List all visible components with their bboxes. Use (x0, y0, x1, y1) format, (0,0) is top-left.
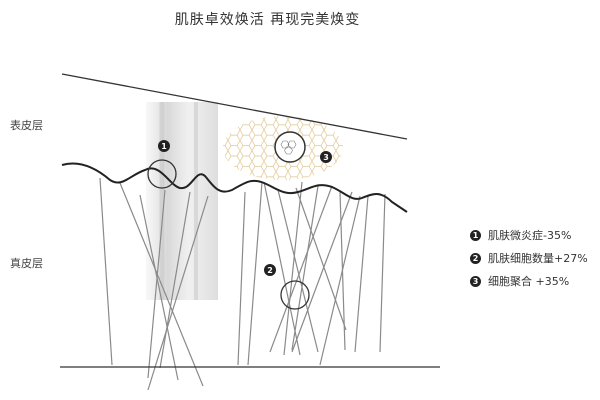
inflammation-circle (147, 159, 177, 189)
cell-count-circle (280, 280, 310, 310)
svg-text:2: 2 (267, 266, 273, 275)
label-epidermis: 表皮层 (10, 119, 43, 132)
marker-1: 1 (158, 140, 170, 152)
legend-number-1: 1 (470, 229, 481, 241)
legend-number-3: 3 (470, 275, 481, 287)
legend-item-inflammation: 1 肌肤微炎症-35% (470, 224, 588, 246)
legend-text-cell-aggregation: 细胞聚合 +35% (488, 275, 570, 288)
inner-cell-hexagons (280, 140, 297, 155)
diagram-title: 肌肤卓效焕活 再现完美焕变 (174, 12, 361, 28)
legend-text-cell-count: 肌肤细胞数量+27% (488, 252, 588, 265)
legend-text-inflammation: 肌肤微炎症-35% (488, 229, 572, 242)
collagen-fibers (99, 177, 386, 391)
gloss-column (146, 102, 218, 300)
legend-number-2: 2 (470, 252, 481, 264)
legend-item-cell-aggregation: 3 细胞聚合 +35% (470, 270, 588, 292)
svg-text:3: 3 (323, 153, 329, 162)
label-dermis: 真皮层 (10, 257, 43, 270)
legend-item-cell-count: 2 肌肤细胞数量+27% (470, 247, 588, 269)
marker-2: 2 (264, 264, 276, 276)
marker-3: 3 (320, 151, 332, 163)
skin-surface-line (61, 73, 408, 140)
legend: 1 肌肤微炎症-35% 2 肌肤细胞数量+27% 3 细胞聚合 +35% (470, 224, 588, 293)
svg-text:1: 1 (161, 142, 167, 151)
wavy-junction-line (61, 162, 408, 213)
